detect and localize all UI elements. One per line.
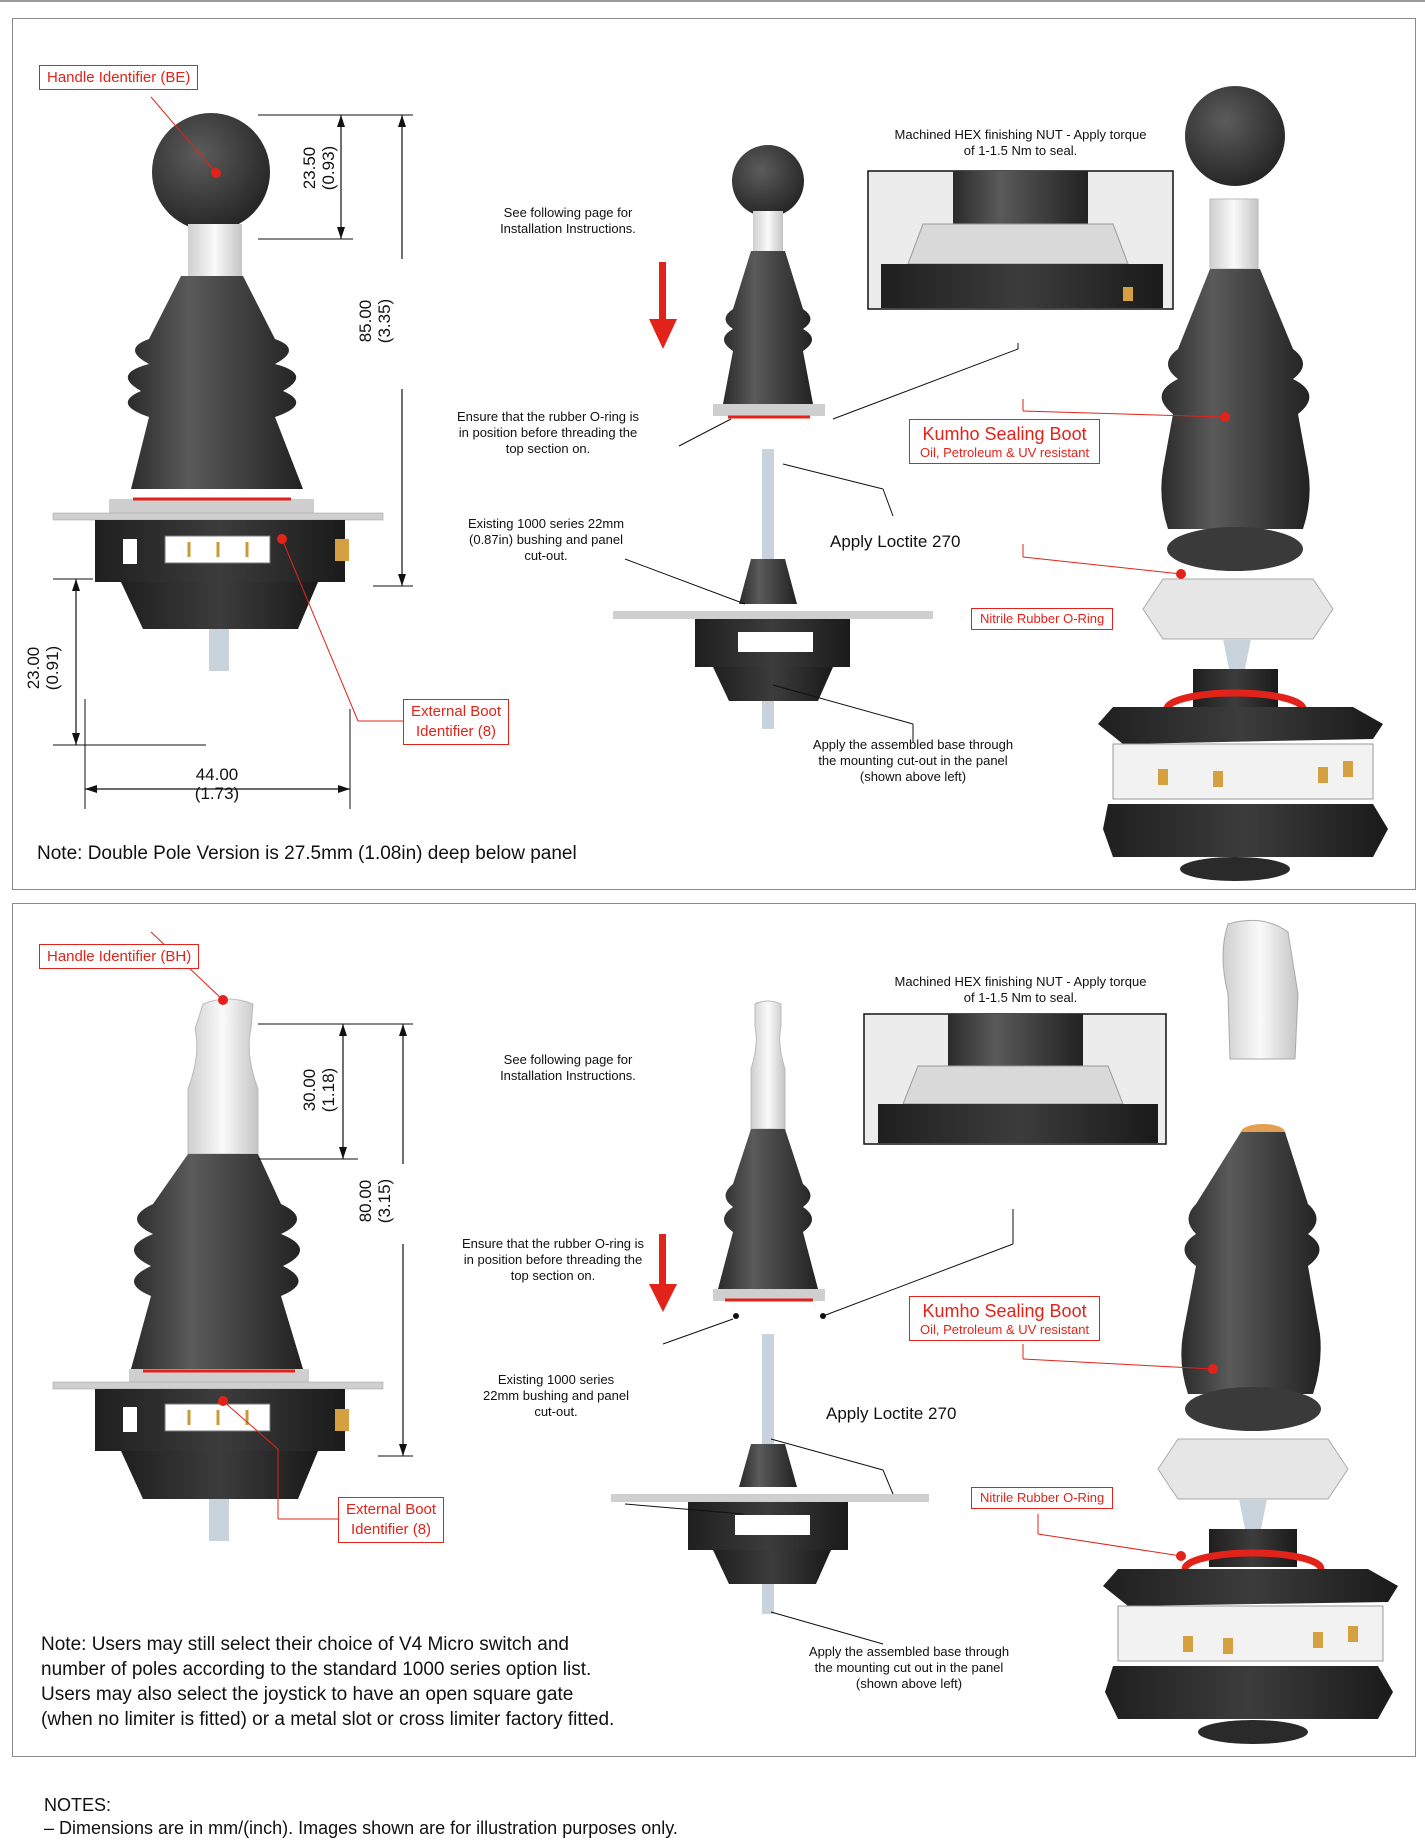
nitrile-oring-tag: Nitrile Rubber O-Ring [971,608,1114,630]
bottom-panel: Handle Identifier (BH) 30.00(1.18) 80.00… [12,903,1416,1757]
hex-nut-inset [867,170,1174,310]
middle-joystick-illustration [611,1000,1014,1645]
white-collar [188,224,242,276]
dim-handle-height: 30.00(1.18) [300,1067,338,1113]
kumho-boot-tag: Kumho Sealing Boot Oil, Petroleum & UV r… [909,1296,1101,1341]
main-joystick-illustration [52,96,413,809]
see-following-page: See following page for Installation Inst… [500,1052,636,1083]
assembled-base-caption: Apply the assembled base through the mou… [808,1644,1010,1691]
kumho-boot-tag: Kumho Sealing Boot Oil, Petroleum & UV r… [909,419,1101,464]
see-following-page: See following page for Installation Inst… [500,205,636,236]
hex-nut-caption: Machined HEX finishing NUT - Apply torqu… [894,127,1147,158]
oring-caption: Ensure that the rubber O-ring is in posi… [461,1236,645,1283]
double-pole-note: Note: Double Pole Version is 27.5mm (1.0… [37,843,577,864]
dim-below-panel: 23.00(0.91) [24,645,62,691]
middle-joystick-illustration [613,145,1019,742]
dim-width: 44.00(1.73) [194,765,240,803]
notes-title: NOTES: [44,1795,112,1815]
assembled-base-caption: Apply the assembled base through the mou… [812,737,1014,784]
main-joystick-illustration [52,931,413,1541]
exploded-view-illustration [1022,86,1388,881]
dim-total-height: 85.00(3.35) [356,298,394,344]
dim-knob-height: 23.50(0.93) [300,145,338,191]
dim-total-height: 80.00(3.15) [356,1178,394,1224]
exploded-view-illustration [1022,919,1398,1744]
top-panel: Handle Identifier (BE) 23.50(0.93) 85.00… [12,18,1416,890]
bushing-caption: Existing 1000 series 22mm (0.87in) bushi… [467,516,625,563]
notes-dimensions: – Dimensions are in mm/(inch). Images sh… [44,1818,678,1838]
hex-nut-caption: Machined HEX finishing NUT - Apply torqu… [894,974,1147,1005]
v4-switch-note: Note: Users may still select their choic… [41,1634,615,1730]
top-drawing [52,86,1388,881]
oring-caption: Ensure that the rubber O-ring is in posi… [456,409,640,456]
loctite-caption: Apply Loctite 270 [826,1404,957,1423]
handle-identifier-tag: Handle Identifier (BH) [39,944,200,969]
bottom-drawing [52,919,1398,1744]
ball-knob [152,113,270,231]
handle-identifier-tag: Handle Identifier (BE) [39,65,199,90]
hex-nut-inset [863,1013,1167,1145]
top-rule [0,0,1425,2]
bushing-caption: Existing 1000 series 22mm bushing and pa… [483,1372,629,1419]
loctite-caption: Apply Loctite 270 [830,532,961,551]
nitrile-oring-tag: Nitrile Rubber O-Ring [971,1487,1114,1509]
